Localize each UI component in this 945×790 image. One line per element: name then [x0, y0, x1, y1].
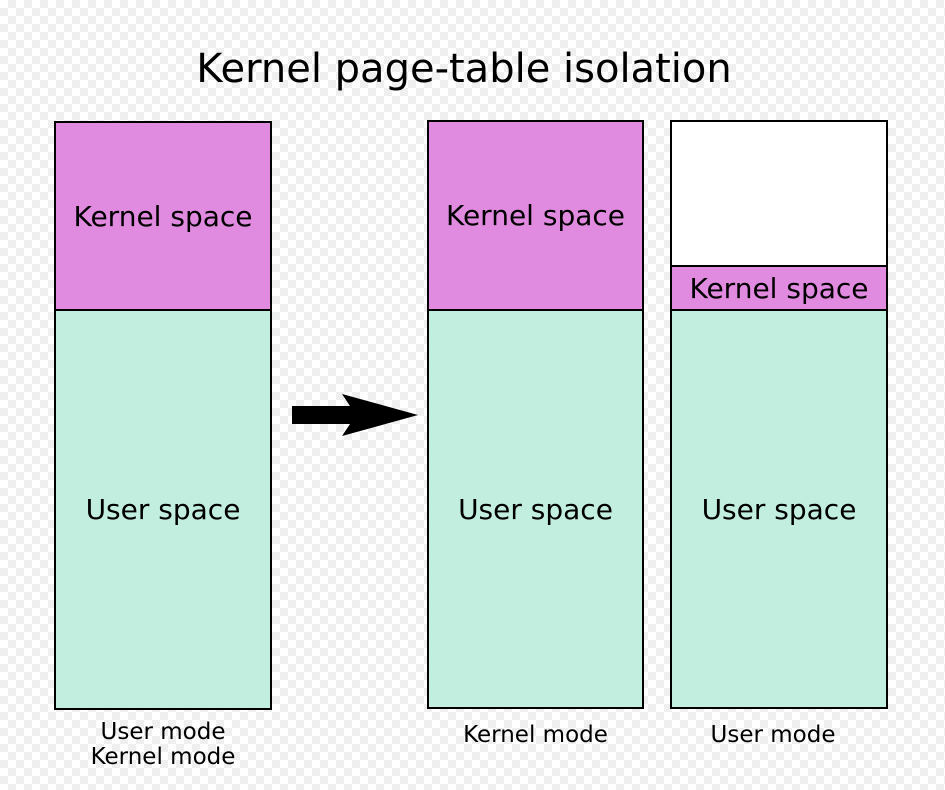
user-space-label: User space	[85, 493, 241, 526]
user-space-label: User space	[458, 492, 613, 526]
kernel-space-label: Kernel space	[73, 199, 253, 233]
mode-caption-kernel: Kernel mode	[427, 723, 644, 748]
address-space-kernel-mode: Kernel space User space	[427, 120, 644, 709]
kernel-space-label: Kernel space	[445, 199, 625, 232]
address-space-user-mode: Kernel space User space	[670, 120, 888, 709]
mode-line-kernel: Kernel mode	[90, 744, 236, 770]
unmapped-region	[672, 122, 886, 267]
right-arrow-icon	[292, 394, 418, 436]
mode-caption-shared: User mode Kernel mode	[54, 720, 272, 770]
diagram-title: Kernel page-table isolation	[196, 46, 732, 92]
address-space-shared: Kernel space User space	[54, 121, 272, 710]
mode-line-user: User mode	[710, 722, 836, 748]
user-space-label: User space	[701, 492, 857, 526]
user-space-region: User space	[429, 311, 642, 707]
mode-caption-user: User mode	[664, 723, 882, 748]
mode-line-user: User mode	[100, 719, 226, 745]
user-space-region: User space	[56, 311, 270, 708]
mode-line-kernel: Kernel mode	[463, 722, 608, 748]
kernel-space-region: Kernel space	[672, 267, 886, 311]
kernel-space-label: Kernel space	[689, 271, 869, 305]
user-space-region: User space	[672, 311, 886, 707]
kernel-space-region: Kernel space	[429, 122, 642, 311]
kernel-space-region: Kernel space	[56, 123, 270, 311]
